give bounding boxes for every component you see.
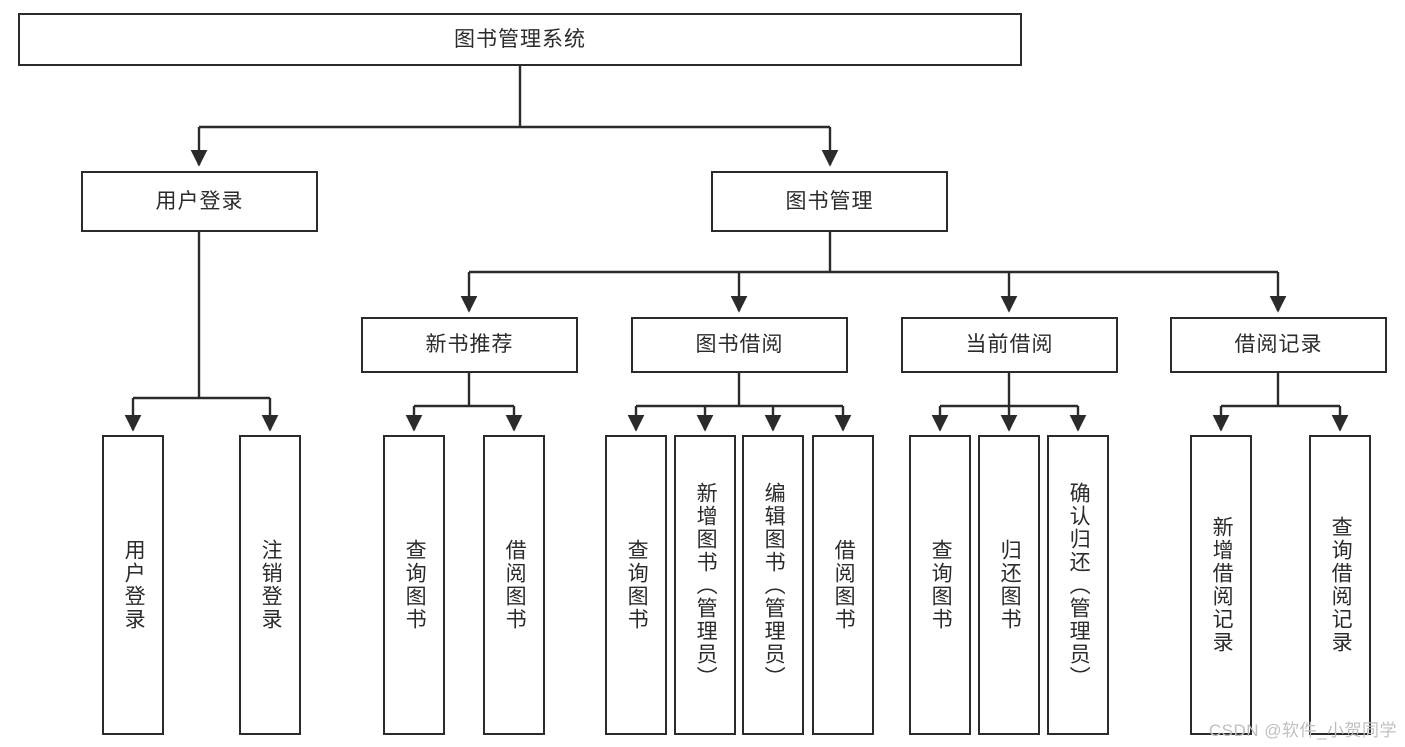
leaf-label: 查询图书	[929, 539, 953, 631]
node-leaf-borrow-book-1[interactable]: 借阅图书	[483, 435, 545, 735]
leaf-label: 编辑图书（管理员）	[762, 481, 786, 689]
node-leaf-add-book[interactable]: 新增图书（管理员）	[674, 435, 736, 735]
node-root[interactable]: 图书管理系统	[18, 13, 1022, 66]
leaf-label: 注销登录	[259, 539, 283, 631]
node-book-management[interactable]: 图书管理	[711, 171, 948, 232]
leaf-label: 归还图书	[998, 539, 1022, 631]
node-leaf-add-record[interactable]: 新增借阅记录	[1190, 435, 1252, 735]
node-borrow-record[interactable]: 借阅记录	[1170, 317, 1387, 373]
node-leaf-user-login[interactable]: 用户登录	[102, 435, 164, 735]
node-leaf-confirm-return[interactable]: 确认归还（管理员）	[1047, 435, 1109, 735]
node-leaf-borrow-book-2[interactable]: 借阅图书	[812, 435, 874, 735]
node-leaf-return-book[interactable]: 归还图书	[978, 435, 1040, 735]
node-leaf-query-record[interactable]: 查询借阅记录	[1309, 435, 1371, 735]
node-leaf-edit-book[interactable]: 编辑图书（管理员）	[742, 435, 804, 735]
leaf-label: 新增借阅记录	[1210, 516, 1234, 654]
leaf-label: 新增图书（管理员）	[694, 481, 718, 689]
node-leaf-query-book-1[interactable]: 查询图书	[383, 435, 445, 735]
node-new-book-recommend[interactable]: 新书推荐	[361, 317, 578, 373]
leaf-label: 查询借阅记录	[1329, 516, 1353, 654]
leaf-label: 确认归还（管理员）	[1067, 481, 1091, 689]
node-leaf-query-book-3[interactable]: 查询图书	[909, 435, 971, 735]
node-current-borrow[interactable]: 当前借阅	[901, 317, 1118, 373]
leaf-label: 用户登录	[122, 539, 146, 631]
node-user-login[interactable]: 用户登录	[81, 171, 318, 232]
leaf-label: 借阅图书	[503, 539, 527, 631]
node-leaf-logout-login[interactable]: 注销登录	[239, 435, 301, 735]
leaf-label: 借阅图书	[832, 539, 856, 631]
node-leaf-query-book-2[interactable]: 查询图书	[605, 435, 667, 735]
node-book-borrow[interactable]: 图书借阅	[631, 317, 848, 373]
leaf-label: 查询图书	[625, 539, 649, 631]
leaf-label: 查询图书	[403, 539, 427, 631]
csdn-watermark: CSDN @软件_小贺同学	[1208, 721, 1397, 740]
